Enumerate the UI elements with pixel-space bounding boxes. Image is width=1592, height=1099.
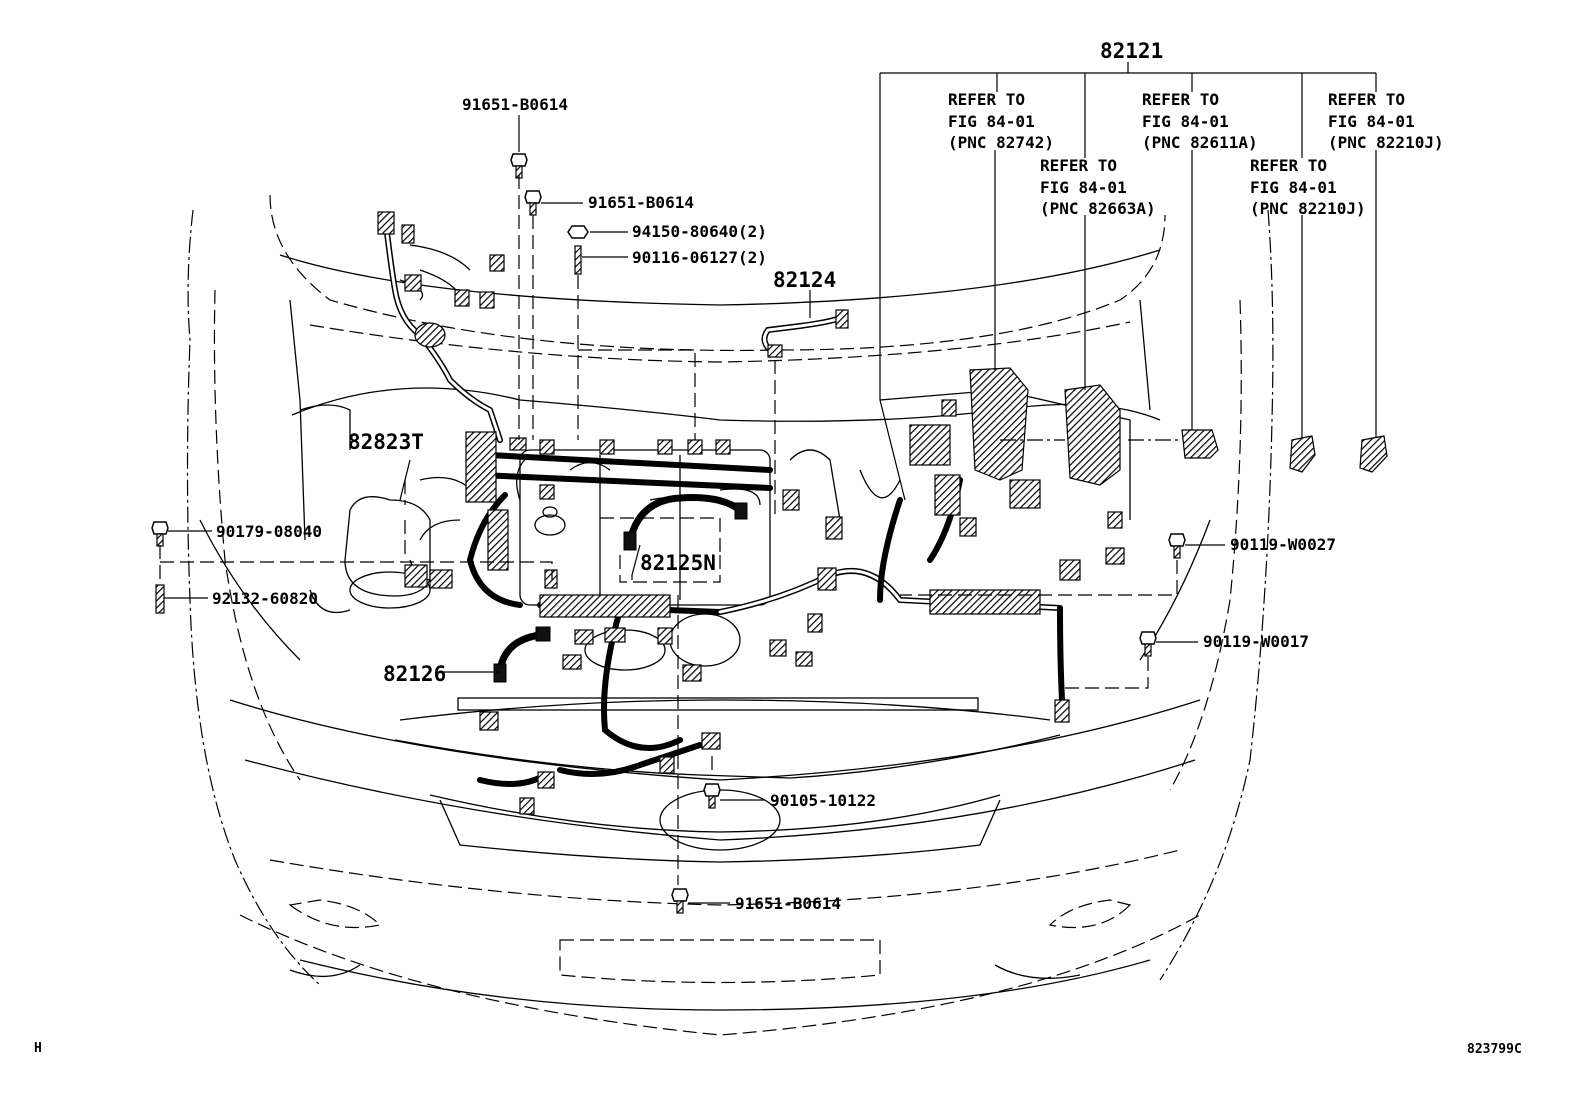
- vehicle-body-outline: [186, 194, 1274, 1036]
- footer-left-mark: H: [34, 1041, 42, 1056]
- svg-text:REFER TO: REFER TO: [948, 90, 1025, 109]
- label-90119-w0017: 90119-W0017: [1203, 632, 1309, 651]
- bolt-icon-90119-w0027: [1168, 533, 1186, 559]
- label-91651-top: 91651-B0614: [462, 95, 568, 114]
- svg-text:FIG 84-01: FIG 84-01: [1040, 178, 1127, 197]
- bolt-icon-91651-mid: [524, 190, 542, 216]
- stud-icon-92132: [155, 584, 165, 614]
- reference-notes: REFER TO FIG 84-01 (PNC 82742) REFER TO …: [948, 90, 1444, 218]
- footer: H 823799C: [34, 1041, 1522, 1057]
- stud-icon-90116: [574, 245, 582, 275]
- label-91651-bottom: 91651-B0614: [735, 894, 841, 913]
- reference-note-82611a: REFER TO FIG 84-01 (PNC 82611A): [1142, 90, 1258, 152]
- svg-text:(PNC 82210J): (PNC 82210J): [1328, 133, 1444, 152]
- bolt-icon-90179: [151, 521, 169, 547]
- label-82125n: 82125N: [640, 551, 716, 575]
- reference-note-82210j-right: REFER TO FIG 84-01 (PNC 82210J): [1328, 90, 1444, 152]
- label-92132: 92132-60820: [212, 589, 318, 608]
- sensor-82210j-b: [1359, 435, 1388, 473]
- svg-text:REFER TO: REFER TO: [1040, 156, 1117, 175]
- bolt-icon-91651-bottom: [671, 888, 689, 914]
- label-90179: 90179-08040: [216, 522, 322, 541]
- part-labels: 82121 82124 82823T 82125N 82126 91651-B0…: [212, 39, 1336, 913]
- svg-text:(PNC 82611A): (PNC 82611A): [1142, 133, 1258, 152]
- svg-text:REFER TO: REFER TO: [1142, 90, 1219, 109]
- svg-text:(PNC 82210J): (PNC 82210J): [1250, 199, 1366, 218]
- harness-82126-body: [493, 626, 551, 683]
- label-90119-w0027: 90119-W0027: [1230, 535, 1336, 554]
- harness-82125n-body: [623, 494, 748, 551]
- label-82124: 82124: [773, 268, 836, 292]
- svg-text:FIG 84-01: FIG 84-01: [948, 112, 1035, 131]
- sensor-82210j-a: [1289, 435, 1316, 473]
- svg-text:(PNC 82663A): (PNC 82663A): [1040, 199, 1156, 218]
- nut-icon-94150: [567, 225, 589, 239]
- relay-block-82742: [969, 367, 1029, 481]
- label-90105: 90105-10122: [770, 791, 876, 810]
- diagram-id: 823799C: [1467, 1042, 1522, 1057]
- reference-note-82742: REFER TO FIG 84-01 (PNC 82742): [948, 90, 1054, 152]
- harness-connectors: [377, 211, 1125, 815]
- svg-text:FIG 84-01: FIG 84-01: [1328, 112, 1415, 131]
- svg-text:FIG 84-01: FIG 84-01: [1250, 178, 1337, 197]
- svg-text:(PNC 82742): (PNC 82742): [948, 133, 1054, 152]
- reference-note-82210j-left: REFER TO FIG 84-01 (PNC 82210J): [1250, 156, 1366, 218]
- bolt-icon-90119-w0017: [1139, 631, 1157, 657]
- fuse-82611a: [1181, 429, 1219, 459]
- harness-82124-body: [761, 309, 849, 358]
- engine-block: [299, 389, 1131, 671]
- label-82121: 82121: [1100, 39, 1163, 63]
- svg-text:FIG 84-01: FIG 84-01: [1142, 112, 1229, 131]
- label-94150: 94150-80640(2): [632, 222, 767, 241]
- reference-note-82663a: REFER TO FIG 84-01 (PNC 82663A): [1040, 156, 1156, 218]
- bolt-icon-91651-top: [510, 153, 528, 179]
- leader-lines: [159, 62, 1377, 904]
- svg-text:REFER TO: REFER TO: [1328, 90, 1405, 109]
- svg-text:REFER TO: REFER TO: [1250, 156, 1327, 175]
- label-91651-mid: 91651-B0614: [588, 193, 694, 212]
- bolt-icon-90105: [703, 783, 721, 809]
- label-82823t: 82823T: [348, 430, 424, 454]
- junction-block-82663a: [1064, 384, 1121, 486]
- label-90116: 90116-06127(2): [632, 248, 767, 267]
- label-82126: 82126: [383, 662, 446, 686]
